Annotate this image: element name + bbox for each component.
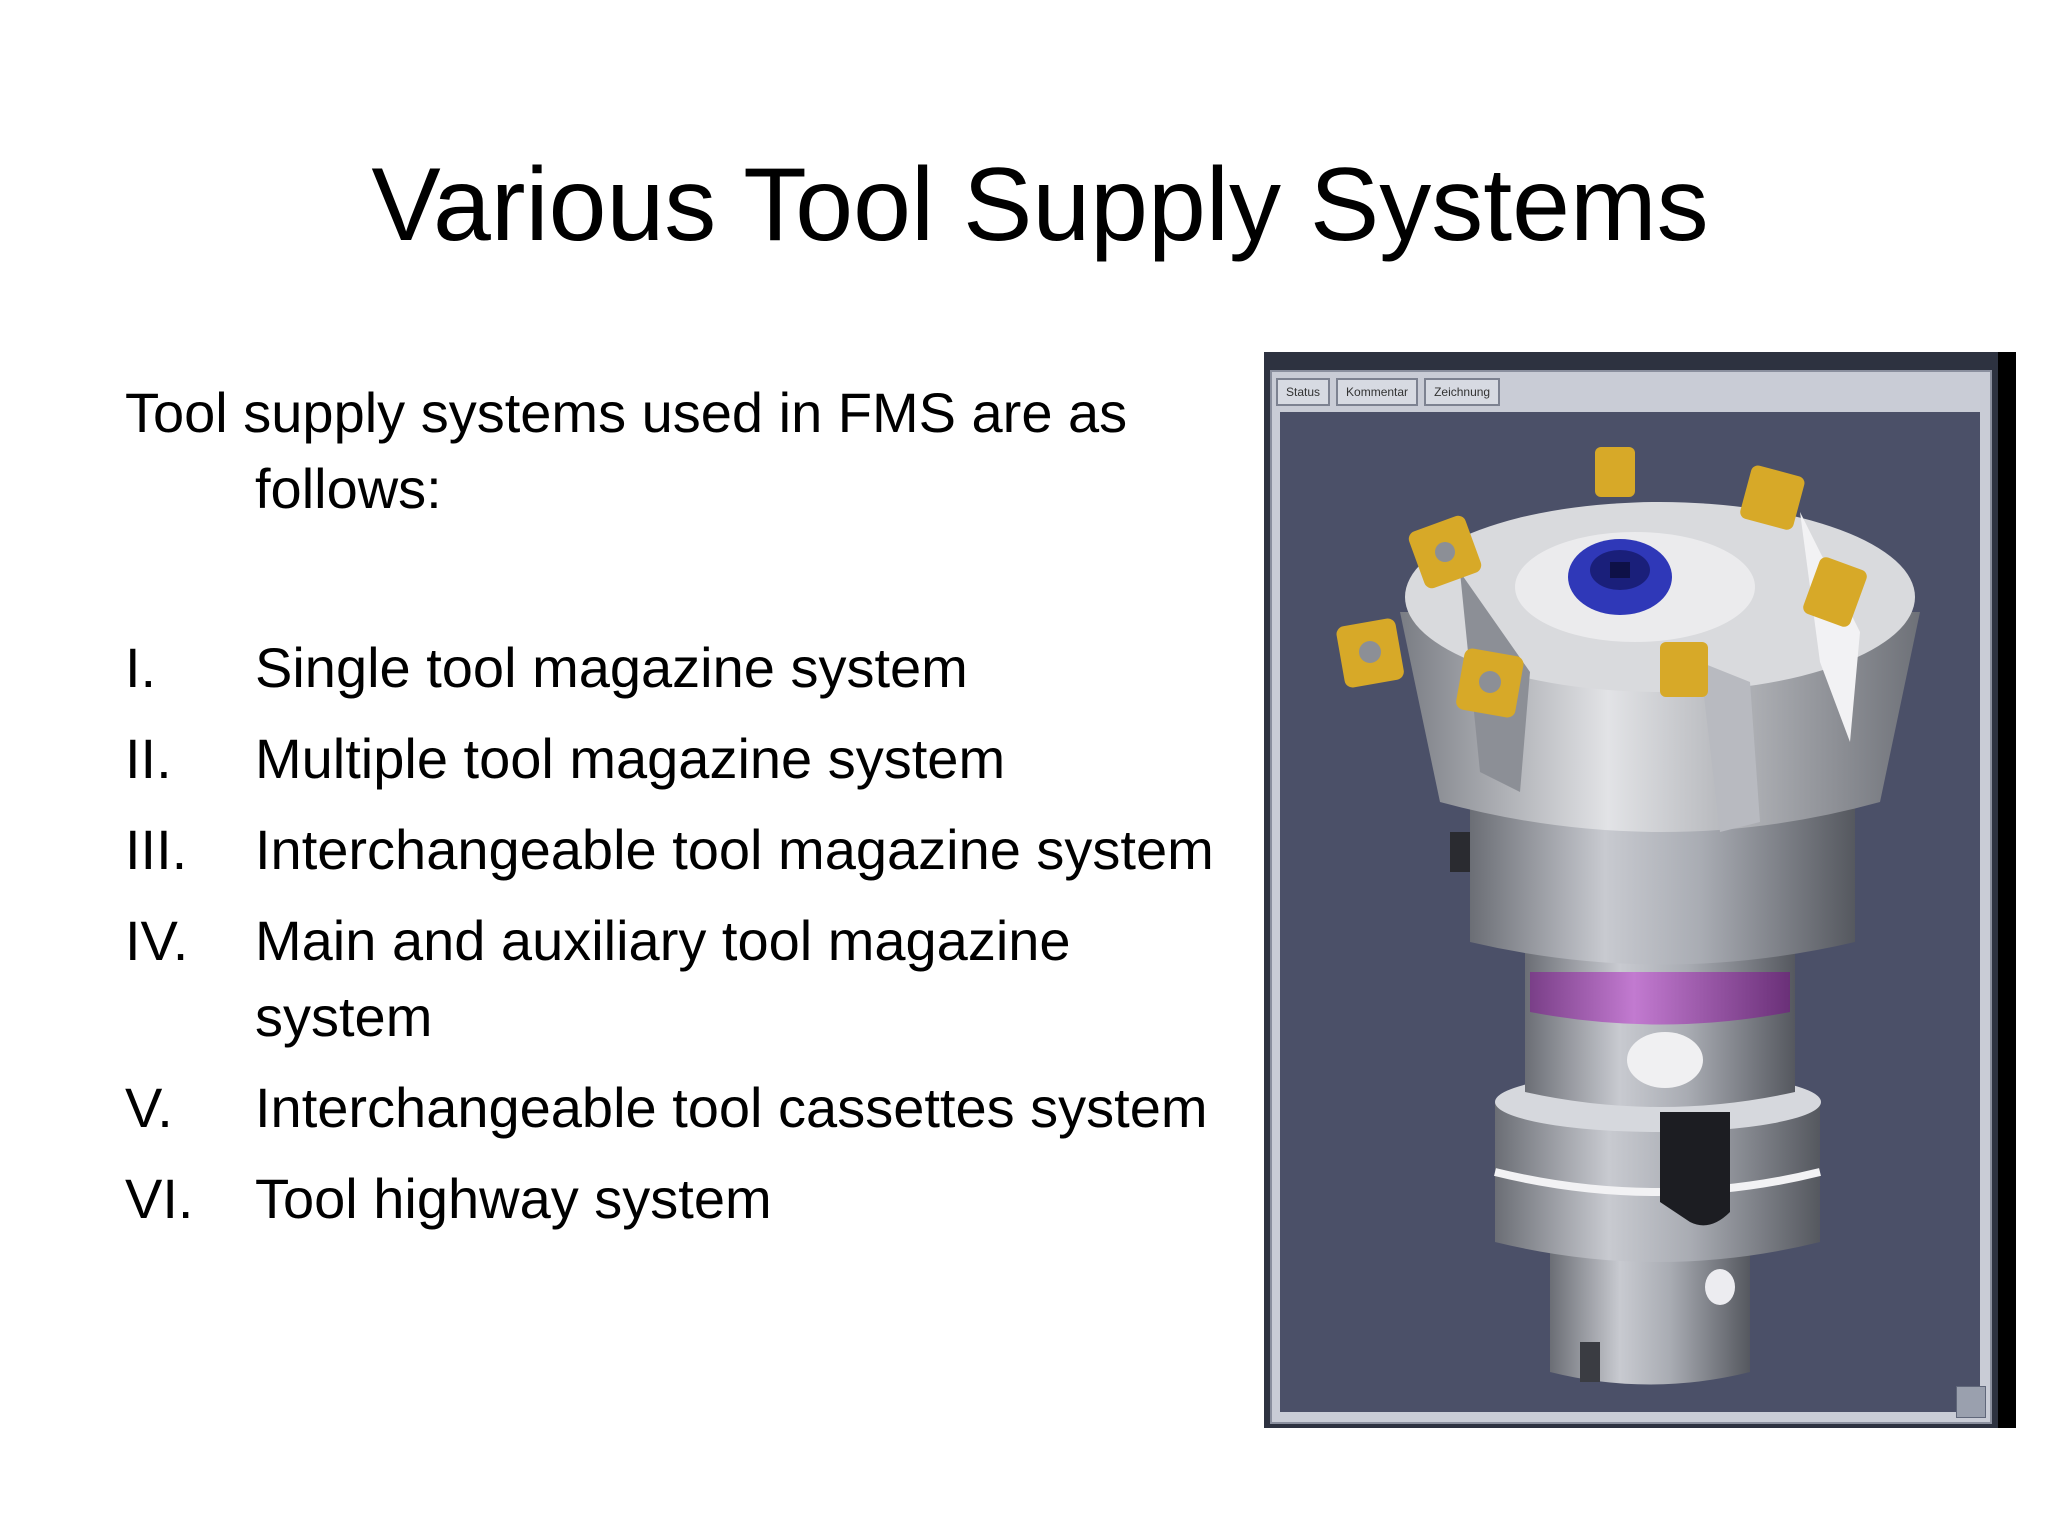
list-item: I. Single tool magazine system bbox=[125, 630, 1245, 706]
list-item-text: Main and auxiliary tool magazine system bbox=[255, 909, 1071, 1048]
list-item: II. Multiple tool magazine system bbox=[125, 721, 1245, 797]
milling-cutter-figure: Status Kommentar Zeichnung bbox=[1264, 352, 2016, 1428]
window-edge bbox=[1998, 352, 2016, 1428]
list-item: VI. Tool highway system bbox=[125, 1161, 1245, 1237]
intro-line-1: Tool supply systems used in FMS are as bbox=[125, 381, 1128, 444]
list-item-number: V. bbox=[125, 1076, 173, 1139]
list-item: V. Interchangeable tool cassettes system bbox=[125, 1070, 1245, 1146]
list-item: III. Interchangeable tool magazine syste… bbox=[125, 812, 1245, 888]
tab-kommentar[interactable]: Kommentar bbox=[1336, 378, 1419, 406]
milling-cutter-image bbox=[1336, 447, 1920, 1385]
cad-toolbar: Status Kommentar Zeichnung bbox=[1276, 378, 1501, 406]
list-item: IV. Main and auxiliary tool magazine sys… bbox=[125, 903, 1245, 1055]
list-item-number: I. bbox=[125, 636, 157, 699]
cad-window: Status Kommentar Zeichnung bbox=[1270, 370, 1992, 1424]
list-item-text: Single tool magazine system bbox=[255, 636, 968, 699]
list-item-number: III. bbox=[125, 818, 188, 881]
intro-line-2: follows: bbox=[255, 457, 442, 520]
list-item-text: Interchangeable tool cassettes system bbox=[255, 1076, 1208, 1139]
tool-system-list: I. Single tool magazine system II. Multi… bbox=[125, 630, 1245, 1252]
cad-viewport bbox=[1280, 412, 1980, 1412]
tab-zeichnung[interactable]: Zeichnung bbox=[1424, 378, 1501, 406]
resize-handle-icon[interactable] bbox=[1956, 1386, 1986, 1418]
slide-title: Various Tool Supply Systems bbox=[371, 147, 1709, 263]
intro-text: Tool supply systems used in FMS are as f… bbox=[125, 375, 1165, 527]
list-item-number: IV. bbox=[125, 909, 189, 972]
tab-status[interactable]: Status bbox=[1276, 378, 1331, 406]
list-item-text: Multiple tool magazine system bbox=[255, 727, 1006, 790]
list-item-number: VI. bbox=[125, 1167, 194, 1230]
list-item-number: II. bbox=[125, 727, 172, 790]
list-item-text: Interchangeable tool magazine system bbox=[255, 818, 1214, 881]
list-item-text: Tool highway system bbox=[255, 1167, 772, 1230]
